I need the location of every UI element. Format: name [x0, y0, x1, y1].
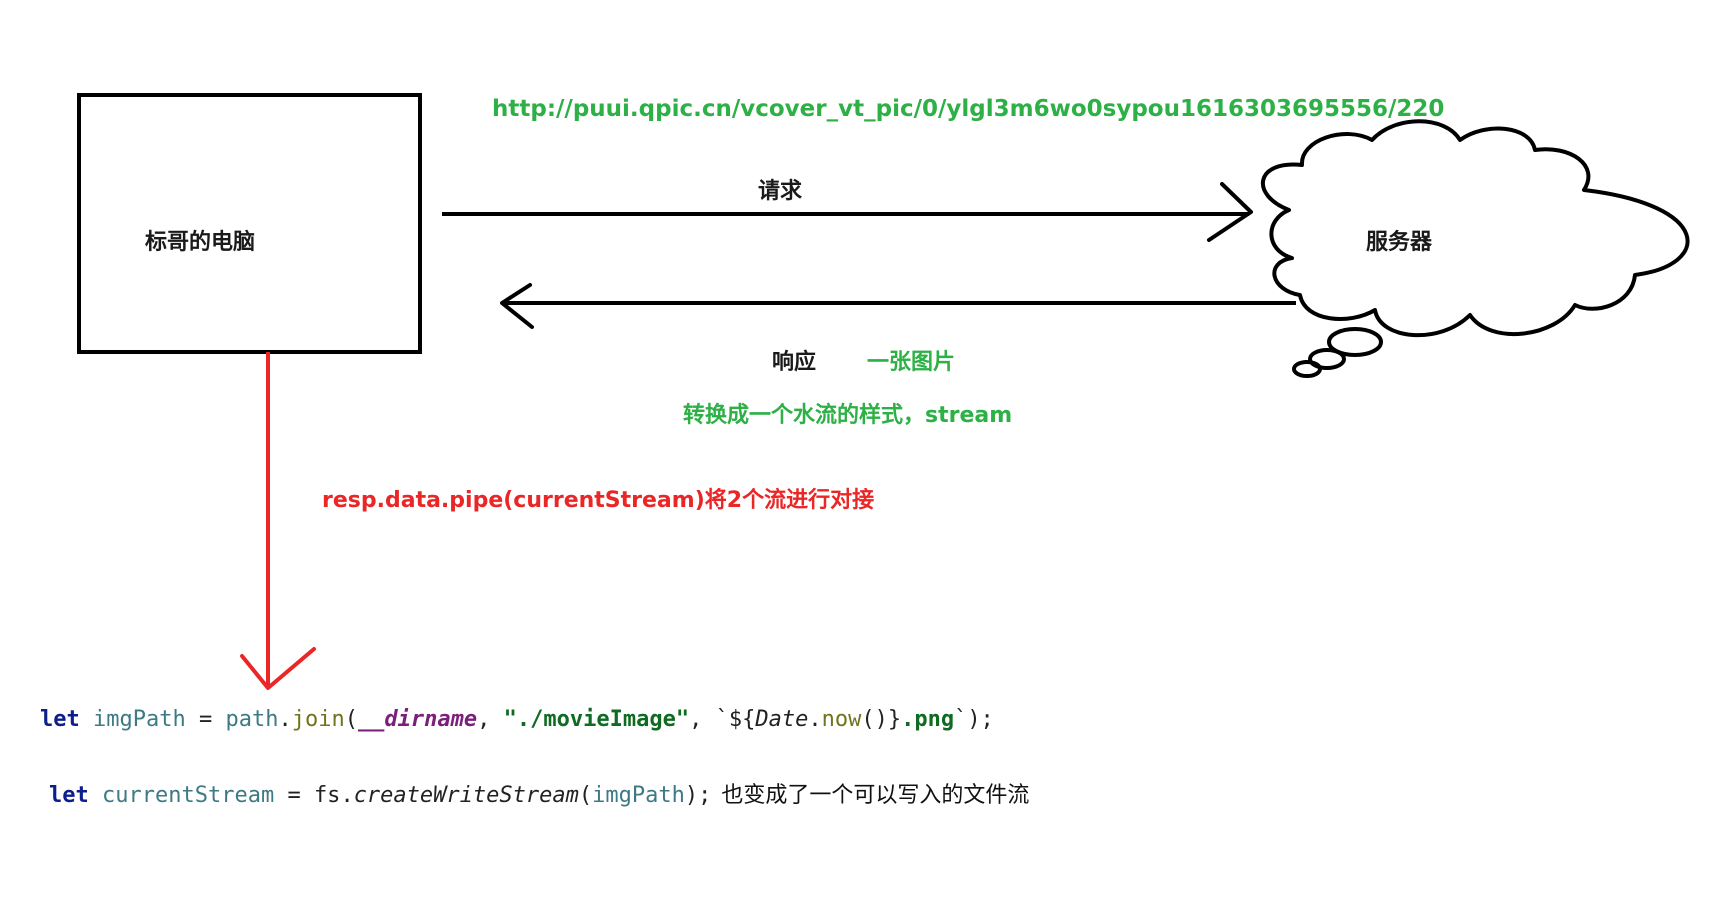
code-paren: (	[344, 707, 358, 732]
request-label: 请求	[758, 179, 803, 204]
code-object: path	[225, 707, 279, 732]
code-dot: .	[278, 707, 292, 732]
code-argument: imgPath	[592, 783, 685, 808]
server-cloud	[1261, 119, 1690, 337]
code-operator: =	[198, 707, 213, 732]
code-template-brace: }	[887, 707, 902, 732]
pipe-note-label: resp.data.pipe(currentStream)将2个流进行对接	[322, 488, 875, 513]
code-template-end: `	[954, 707, 968, 732]
code-variable: imgPath	[93, 707, 186, 732]
image-url: http://puui.qpic.cn/vcover_vt_pic/0/ylgl…	[492, 96, 1445, 122]
response-payload-label: 一张图片	[867, 350, 956, 375]
code-method: join	[291, 707, 345, 732]
code-close: );	[684, 783, 712, 808]
cloud-bubble-large	[1327, 327, 1383, 357]
code-operator: =	[287, 783, 301, 808]
code-keyword: let	[49, 783, 89, 808]
code-template-string: .png	[901, 707, 955, 732]
code-paren: (	[578, 783, 593, 808]
pc-label: 标哥的电脑	[145, 230, 256, 255]
cloud-bubble-small	[1292, 360, 1322, 378]
code-string: "./movieImage"	[503, 707, 690, 732]
code-dot: .	[340, 783, 354, 808]
code-class: Date	[755, 707, 809, 732]
code-comma: ,	[477, 707, 491, 732]
code-comma: ,	[689, 707, 703, 732]
code-dirname: __dirname	[357, 707, 478, 732]
server-label: 服务器	[1366, 230, 1433, 255]
stream-note-label: 转换成一个水流的样式，stream	[683, 403, 1013, 428]
code-template-open: `${	[715, 707, 756, 732]
code-method: createWriteStream	[353, 783, 579, 808]
code-close: );	[967, 707, 994, 732]
pipe-arrowhead	[240, 647, 316, 690]
code-variable: currentStream	[102, 783, 275, 808]
code-dot: .	[808, 707, 822, 732]
request-arrowhead	[1207, 182, 1253, 242]
response-label: 响应	[772, 350, 817, 375]
response-arrowhead	[500, 283, 534, 329]
code-keyword: let	[40, 707, 80, 732]
code-line-img-path: let imgPath = path.join(__dirname, "./mo…	[40, 707, 994, 732]
cloud-bubble-medium	[1308, 348, 1346, 370]
code-annotation: 也变成了一个可以写入的文件流	[721, 783, 1030, 808]
code-method: now	[821, 707, 862, 732]
pc-box	[77, 93, 422, 354]
code-object: fs	[313, 783, 341, 808]
code-line-current-stream: let currentStream = fs.createWriteStream…	[49, 777, 1029, 809]
code-call: ()	[861, 707, 888, 732]
